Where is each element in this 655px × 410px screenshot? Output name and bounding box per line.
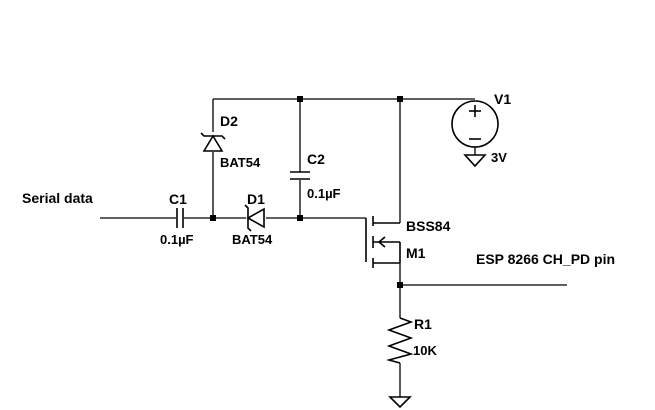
label-serial-data: Serial data (22, 190, 93, 206)
junction-dot (210, 215, 216, 221)
d2-value: BAT54 (220, 155, 261, 170)
junction-dot (297, 215, 303, 221)
v1-value: 3V (491, 150, 507, 165)
junctions (210, 96, 403, 288)
junction-dot (397, 96, 403, 102)
ground-symbol-v1 (463, 154, 487, 168)
d2-ref: D2 (220, 113, 238, 129)
junction-dot (397, 282, 403, 288)
wires (100, 98, 567, 397)
c1-value: 0.1µF (160, 232, 194, 247)
diode-d1 (244, 204, 265, 232)
c2-ref: C2 (307, 151, 325, 167)
d1-value: BAT54 (232, 232, 273, 247)
label-esp-pin: ESP 8266 CH_PD pin (476, 251, 615, 267)
resistor-r1 (385, 317, 414, 409)
m1-value: BSS84 (406, 218, 451, 234)
r1-value: 10K (413, 343, 437, 358)
mosfet-m1 (365, 216, 401, 268)
r1-ref: R1 (414, 316, 432, 332)
m1-ref: M1 (406, 245, 426, 261)
capacitor-c2 (290, 171, 310, 180)
ground-symbol-r1 (388, 396, 412, 409)
junction-dot (297, 96, 303, 102)
diode-d2 (200, 132, 226, 152)
c1-ref: C1 (169, 191, 187, 207)
d1-ref: D1 (247, 191, 265, 207)
capacitor-c1 (176, 208, 184, 228)
v1-ref: V1 (494, 91, 511, 107)
voltage-source-v1 (451, 100, 499, 168)
c2-value: 0.1µF (307, 186, 341, 201)
